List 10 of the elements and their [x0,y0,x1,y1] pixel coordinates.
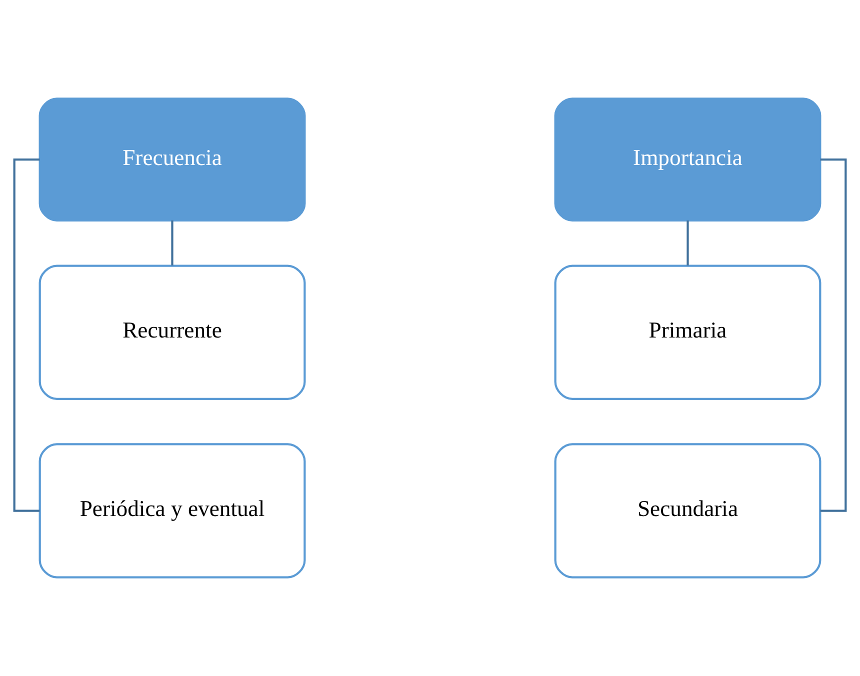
connector [13,158,40,512]
connector [171,220,174,266]
node-box: Secundaria [554,443,822,578]
connector [686,220,689,266]
node-box: Recurrente [38,264,306,400]
node-box: Importancia [554,98,822,222]
node-box: Frecuencia [38,98,306,222]
node-box: Periódica y eventual [38,443,306,578]
connector [820,158,847,512]
node-box: Primaria [554,264,822,400]
